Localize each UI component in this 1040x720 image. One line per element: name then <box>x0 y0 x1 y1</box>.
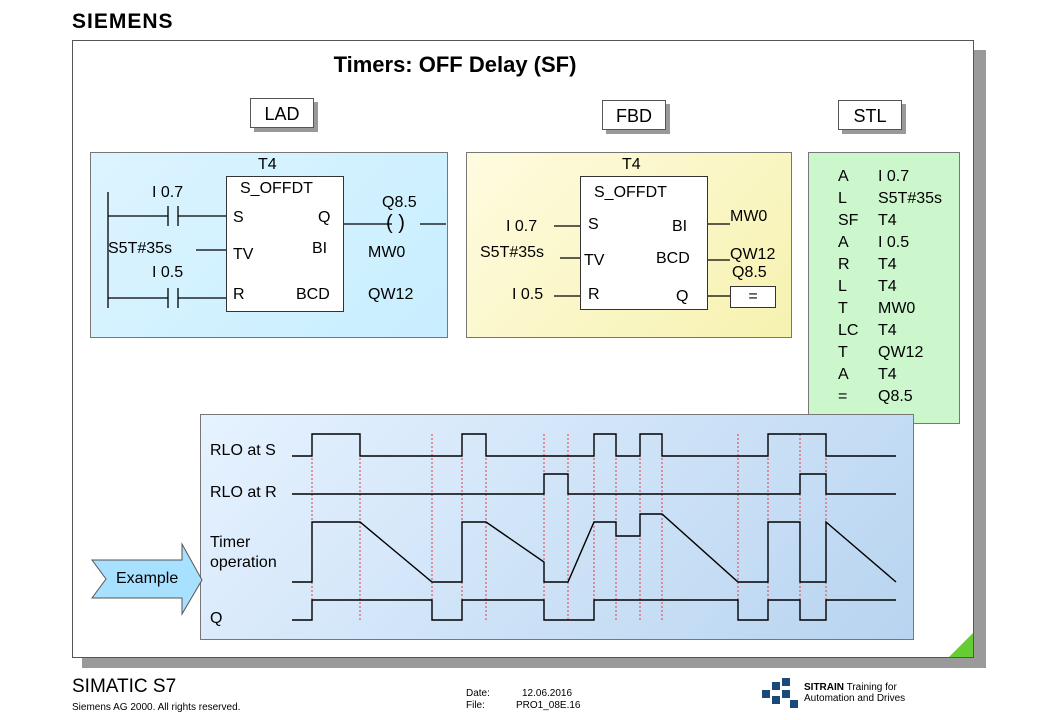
timing-label-timer-1: Timer <box>210 534 251 551</box>
lad-pin-q: Q <box>318 209 331 226</box>
footer-copyright: Siemens AG 2000. All rights reserved. <box>72 702 241 713</box>
lad-block-name: S_OFFDT <box>240 180 313 197</box>
rlo-s-waveform <box>292 433 896 457</box>
footer-date-value: 12.06.2016 <box>522 688 573 699</box>
footer-date-label: Date: <box>466 688 490 699</box>
fbd-timer-block <box>580 176 708 310</box>
lad-timer-id: T4 <box>258 156 277 173</box>
lad-pin-tv: TV <box>233 246 254 263</box>
sitrain-icon <box>762 678 798 708</box>
fbd-pin-bcd: BCD <box>656 250 690 267</box>
slide-title: Timers: OFF Delay (SF) <box>333 52 577 77</box>
fbd-pin-r: R <box>588 286 600 303</box>
example-label: Example <box>116 570 179 587</box>
fbd-out-q: Q8.5 <box>732 264 767 281</box>
stl-panel <box>808 152 960 424</box>
fbd-assign-box: = <box>730 286 776 308</box>
lad-pin-r: R <box>233 286 245 303</box>
sitrain-text: SITRAIN Training for Automation and Driv… <box>804 682 905 704</box>
fbd-out-bcd: QW12 <box>730 246 776 263</box>
corner-accent <box>949 633 973 657</box>
sitrain-text1: Training for <box>846 682 897 693</box>
tag-stl: STL <box>838 100 902 130</box>
tag-fbd: FBD <box>602 100 666 130</box>
fbd-pin-bi: BI <box>672 218 688 235</box>
footer-file-label: File: <box>466 700 485 711</box>
fbd-in-s: I 0.7 <box>506 218 538 235</box>
lad-pin-bi: BI <box>312 240 328 257</box>
lad-timer-block <box>226 176 344 312</box>
fbd-in-r: I 0.5 <box>512 286 544 303</box>
fbd-pin-s: S <box>588 216 599 233</box>
fbd-in-tv: S5T#35s <box>480 244 545 261</box>
timer-waveform <box>292 513 897 583</box>
timing-label-rlo-s: RLO at S <box>210 442 276 459</box>
lad-contact-s-label: I 0.7 <box>152 184 184 201</box>
lad-time-value: S5T#35s <box>108 240 173 257</box>
footer-file-value: PRO1_08E.16 <box>516 700 581 711</box>
tag-lad: LAD <box>250 98 314 128</box>
fbd-pin-tv: TV <box>584 252 605 269</box>
rlo-r-waveform <box>292 473 896 495</box>
fbd-pin-q: Q <box>676 288 689 305</box>
footer-product: SIMATIC S7 <box>72 676 177 697</box>
lad-out-bcd: QW12 <box>368 286 414 303</box>
timing-label-rlo-r: RLO at R <box>210 484 277 501</box>
lad-coil-label: Q8.5 <box>382 194 417 211</box>
sitrain-text2: Automation and Drives <box>804 693 906 704</box>
stl-line: =Q8.5 <box>838 388 913 405</box>
fbd-timer-id: T4 <box>622 156 641 173</box>
lad-contact-r-label: I 0.5 <box>152 264 184 281</box>
timing-label-q: Q <box>210 610 223 627</box>
lad-out-bi: MW0 <box>368 244 406 261</box>
timing-label-timer-2: operation <box>210 554 277 571</box>
fbd-out-bi: MW0 <box>730 208 768 225</box>
lad-pin-bcd: BCD <box>296 286 330 303</box>
siemens-logo: SIEMENS <box>72 10 174 33</box>
q-waveform <box>292 599 896 621</box>
fbd-block-name: S_OFFDT <box>594 184 667 201</box>
lad-pin-s: S <box>233 209 244 226</box>
sitrain-brand: SITRAIN <box>804 682 844 693</box>
timing-panel <box>200 414 914 640</box>
lad-coil-symbol: ( ) <box>386 212 405 234</box>
